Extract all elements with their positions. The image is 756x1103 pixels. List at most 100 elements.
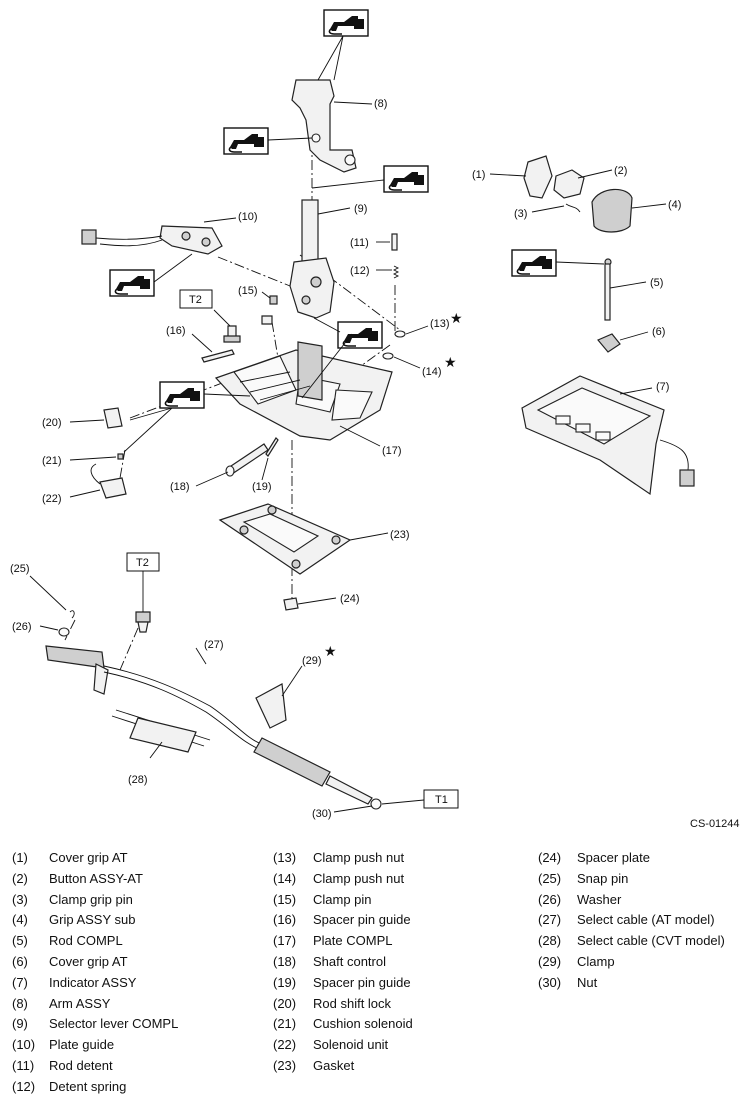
star-mark-29: ★	[324, 643, 337, 659]
legend-item-number: (6)	[12, 953, 28, 969]
callout-8: (8)	[374, 98, 387, 110]
callout-11: (11)	[350, 237, 369, 249]
legend-item-number: (28)	[538, 933, 562, 949]
button-assy-at-part	[553, 169, 613, 199]
legend-item-number: (22)	[273, 1037, 297, 1053]
callout-3: (3)	[514, 208, 527, 220]
legend-item-number: (19)	[273, 974, 297, 990]
legend-item-name: Clamp grip pin	[49, 891, 133, 907]
callout-29: (29)	[302, 655, 322, 667]
grease-icon	[109, 269, 155, 297]
callout-5: (5)	[650, 277, 663, 289]
selector-lever-part	[289, 199, 351, 319]
legend-item-number: (8)	[12, 995, 28, 1011]
callout-14: (14)	[422, 366, 442, 378]
legend-item-name: Spacer pin guide	[313, 912, 411, 928]
legend-item-name: Spacer plate	[577, 850, 650, 865]
legend-item-number: (11)	[12, 1057, 35, 1073]
solenoid-unit-part	[69, 463, 127, 499]
torque-label-t2-upper: T2	[179, 289, 213, 309]
clamp-grip-pin-part	[531, 203, 581, 213]
legend-item-name: Rod shift lock	[313, 995, 392, 1011]
callout-25: (25)	[10, 563, 30, 575]
legend-item-name: Washer	[577, 891, 622, 907]
callout-4: (4)	[668, 199, 681, 211]
legend-item-number: (27)	[538, 912, 562, 928]
legend-item-number: (12)	[12, 1078, 36, 1094]
legend-item-number: (20)	[273, 995, 297, 1011]
legend-item-number: (18)	[273, 953, 297, 969]
svg-text:T2: T2	[189, 294, 202, 306]
legend-item-number: (4)	[12, 912, 28, 928]
callout-24: (24)	[340, 593, 360, 605]
legend-item-name: Nut	[577, 974, 598, 990]
torque-label-t1: T1	[423, 789, 459, 809]
legend-item-number: (17)	[273, 933, 297, 949]
cushion-solenoid-part	[69, 453, 124, 461]
select-cable-at-part	[45, 645, 382, 810]
callout-16: (16)	[166, 325, 186, 337]
cover-grip-at-part-6	[597, 331, 649, 353]
legend-item-number: (29)	[538, 953, 562, 969]
callout-18: (18)	[170, 481, 190, 493]
svg-text:T2: T2	[136, 557, 149, 569]
clamp-part	[255, 665, 303, 729]
callout-26: (26)	[12, 621, 32, 633]
legend-item-name: Clamp	[577, 953, 615, 969]
parts-legend: (1)Cover grip AT(2)Button ASSY-AT(3)Clam…	[0, 848, 756, 1098]
callout-30: (30)	[312, 808, 332, 820]
legend-item-name: Gasket	[313, 1057, 355, 1073]
grease-icon	[323, 9, 369, 37]
legend-item-number: (23)	[273, 1057, 297, 1073]
star-mark-13: ★	[450, 310, 463, 326]
callout-28: (28)	[128, 774, 148, 786]
callout-12: (12)	[350, 265, 370, 277]
callout-27: (27)	[204, 639, 224, 651]
legend-item-name: Rod COMPL	[49, 933, 123, 949]
clamp-push-nut-13	[394, 325, 429, 338]
legend-item-name: Cushion solenoid	[313, 1016, 413, 1032]
grease-icon	[223, 127, 269, 155]
legend-item-number: (5)	[12, 933, 28, 949]
legend-item-name: Cover grip AT	[49, 953, 128, 969]
rod-compl-part	[604, 258, 647, 321]
grease-icon	[383, 165, 429, 193]
callout-15: (15)	[238, 285, 258, 297]
star-mark-14: ★	[444, 354, 457, 370]
legend-item-name: Clamp push nut	[313, 850, 405, 865]
legend-item-name: Grip ASSY sub	[49, 912, 136, 928]
rod-shift-lock-part	[69, 407, 123, 429]
callout-21: (21)	[42, 455, 62, 467]
legend-item-name: Snap pin	[577, 870, 629, 886]
legend-item-name: Detent spring	[49, 1078, 127, 1094]
legend-item-name: Cover grip AT	[49, 850, 128, 865]
svg-text:T1: T1	[435, 794, 448, 806]
detent-spring-part	[376, 265, 400, 279]
spacer-pin-guide-19	[261, 437, 279, 481]
legend-item-name: Plate guide	[49, 1037, 115, 1053]
spacer-pin-guide-16	[191, 333, 235, 363]
plate-compl-part	[214, 341, 393, 447]
callout-1: (1)	[472, 169, 485, 181]
legend-item-name: Clamp push nut	[313, 870, 405, 886]
legend-item-number: (15)	[273, 891, 297, 907]
legend-item-name: Shaft control	[313, 953, 386, 969]
legend-item-number: (21)	[273, 1016, 297, 1032]
legend-item-name: Rod detent	[49, 1057, 113, 1073]
legend-item-name: Clamp pin	[313, 891, 372, 907]
clamp-pin-part	[261, 291, 278, 305]
legend-item-name: Solenoid unit	[313, 1037, 389, 1053]
bolt-part	[135, 611, 151, 633]
bolt-part	[213, 309, 273, 343]
legend-item-number: (7)	[12, 974, 28, 990]
cover-grip-at-part	[489, 155, 553, 199]
callout-6: (6)	[652, 326, 665, 338]
torque-label-t2-lower: T2	[126, 552, 160, 572]
legend-item-name: Button ASSY-AT	[49, 870, 143, 886]
legend-item-number: (30)	[538, 974, 562, 990]
indicator-assy-part	[521, 375, 695, 496]
exploded-parts-diagram: (1) (2) (3) (4) (5) (6) (7) (8) (9) (10)…	[10, 9, 740, 830]
legend-item-number: (3)	[12, 891, 28, 907]
arm-assy-part	[291, 79, 373, 173]
legend-item-name: Selector lever COMPL	[49, 1016, 179, 1032]
